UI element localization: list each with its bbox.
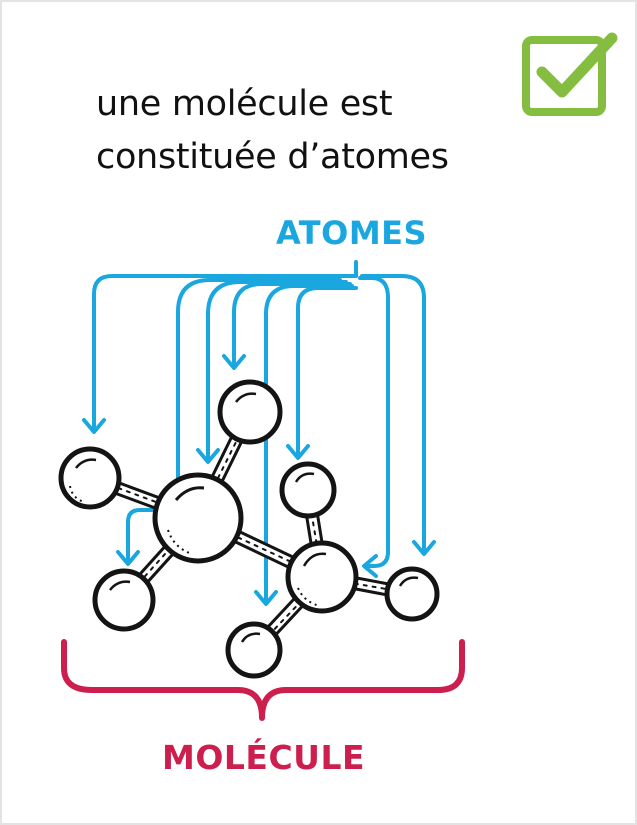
atom-right-small	[279, 461, 337, 519]
atom-lower-left	[92, 568, 156, 632]
arrow-to-bottom-atom	[264, 284, 354, 604]
arrow-to-top-atom	[232, 282, 352, 368]
molecule-brace	[61, 639, 465, 721]
atom-arrows	[92, 260, 426, 604]
headline-line-2: constituée d’atomes	[96, 137, 449, 177]
checkmark-icon	[536, 32, 618, 98]
arrow-to-right-small-atom	[296, 286, 358, 458]
atom-bottom	[225, 621, 283, 679]
checkbox-frame	[522, 36, 606, 116]
atom-center	[152, 472, 244, 564]
arrow-to-far-right-atom	[360, 274, 426, 554]
molecule-atoms	[58, 379, 440, 679]
headline-line-1: une molécule est	[96, 84, 393, 124]
arrow-to-right-center-atom	[358, 276, 390, 568]
molecule-label: MOLÉCULE	[162, 738, 366, 777]
atoms-label: ATOMES	[276, 214, 428, 252]
headline: une molécule est constituée d’atomes	[96, 78, 449, 184]
arrowheads	[82, 354, 436, 606]
checked-box-icon	[522, 32, 618, 116]
atom-right-center	[285, 540, 359, 614]
atom-left	[58, 446, 122, 510]
atom-far-right	[384, 566, 440, 622]
atom-top	[217, 379, 283, 445]
arrow-to-left-atom	[92, 274, 358, 432]
arrow-to-center-atom	[206, 280, 348, 462]
